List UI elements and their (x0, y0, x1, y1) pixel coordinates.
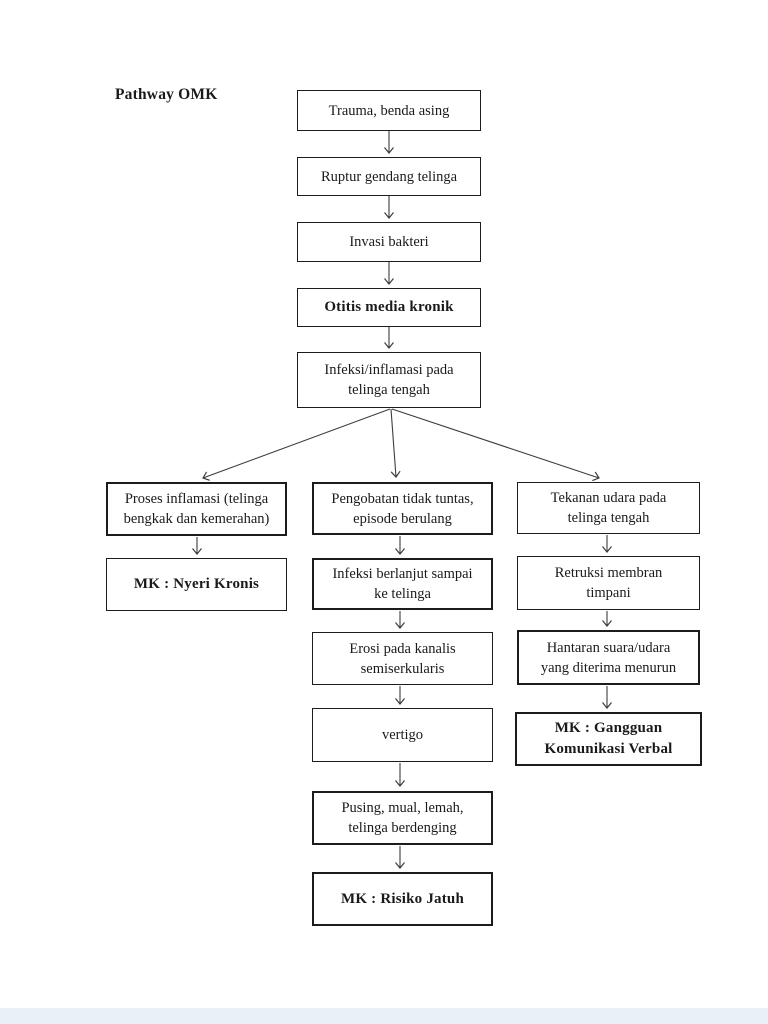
arrow-fan-center (390, 408, 401, 478)
node-proses-inflamasi: Proses inflamasi (telinga bengkak dan ke… (106, 482, 287, 536)
node-mk-gangguan-komunikasi: MK : Gangguan Komunikasi Verbal (515, 712, 702, 766)
node-trauma-benda-asing: Trauma, benda asing (297, 90, 481, 131)
node-infeksi-inflamasi: Infeksi/inflamasi pada telinga tengah (297, 352, 481, 408)
node-invasi-bakteri: Invasi bakteri (297, 222, 481, 262)
node-erosi-kanalis: Erosi pada kanalis semiserkularis (312, 632, 493, 685)
diagram-title: Pathway OMK (115, 86, 218, 103)
node-tekanan-udara: Tekanan udara pada telinga tengah (517, 482, 700, 534)
node-infeksi-berlanjut: Infeksi berlanjut sampai ke telinga (312, 558, 493, 610)
node-mk-risiko-jatuh: MK : Risiko Jatuh (312, 872, 493, 926)
node-retruksi-membran: Retruksi membran timpani (517, 556, 700, 610)
node-mk-nyeri-kronis: MK : Nyeri Kronis (106, 558, 287, 611)
node-hantaran-suara: Hantaran suara/udara yang diterima menur… (517, 630, 700, 685)
node-pengobatan-tidak-tuntas: Pengobatan tidak tuntas, episode berulan… (312, 482, 493, 535)
node-otitis-media-kronik: Otitis media kronik (297, 288, 481, 327)
page-bottom-gutter (0, 1008, 768, 1024)
node-ruptur-gendang-telinga: Ruptur gendang telinga (297, 157, 481, 196)
node-vertigo: vertigo (312, 708, 493, 762)
arrow-fan-left (202, 408, 391, 481)
node-pusing-mual-lemah: Pusing, mual, lemah, telinga berdenging (312, 791, 493, 845)
arrow-fan-right (391, 408, 600, 482)
